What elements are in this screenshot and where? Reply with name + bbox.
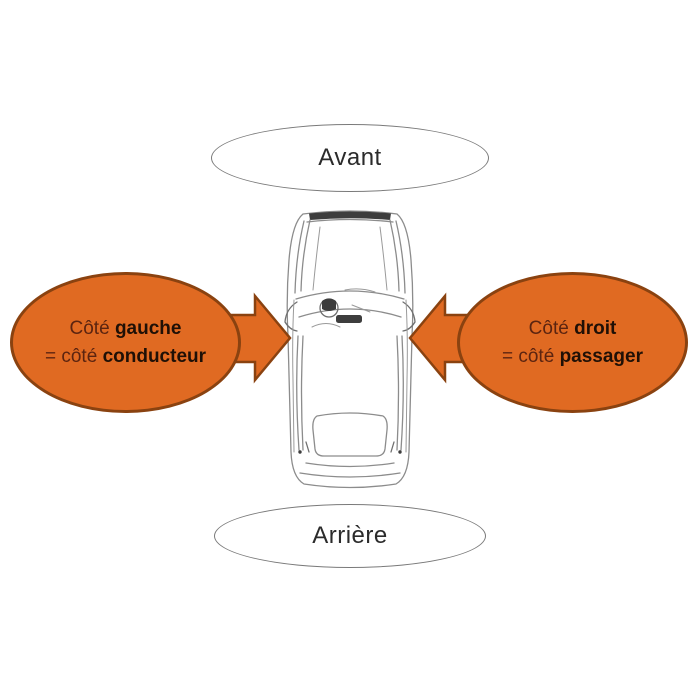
car-top-view-icon: [284, 210, 416, 489]
right-line1-bold: droit: [574, 317, 617, 339]
right-line2-bold: passager: [559, 345, 644, 367]
right-callout-line2: = côté passager: [502, 343, 643, 371]
left-callout-line1: Côté gauche: [45, 315, 206, 343]
left-line1-bold: gauche: [114, 317, 182, 339]
right-line2-normal: = côté: [501, 345, 560, 367]
left-line1-normal: Côté: [69, 317, 115, 339]
left-side-callout: Côté gauche = côté conducteur: [10, 272, 241, 413]
front-label: Avant: [318, 144, 382, 171]
right-side-callout-text: Côté droit = côté passager: [502, 315, 643, 371]
rear-label: Arrière: [312, 522, 388, 549]
right-side-callout: Côté droit = côté passager: [457, 272, 688, 413]
left-line2-bold: conducteur: [102, 345, 207, 367]
front-zone-ellipse: Avant: [211, 124, 489, 192]
left-callout-line2: = côté conducteur: [45, 343, 206, 371]
left-side-callout-text: Côté gauche = côté conducteur: [45, 315, 206, 371]
rear-zone-ellipse: Arrière: [214, 504, 486, 568]
right-line1-normal: Côté: [528, 317, 575, 339]
right-callout-line1: Côté droit: [502, 315, 643, 343]
left-line2-normal: = côté: [44, 345, 103, 367]
